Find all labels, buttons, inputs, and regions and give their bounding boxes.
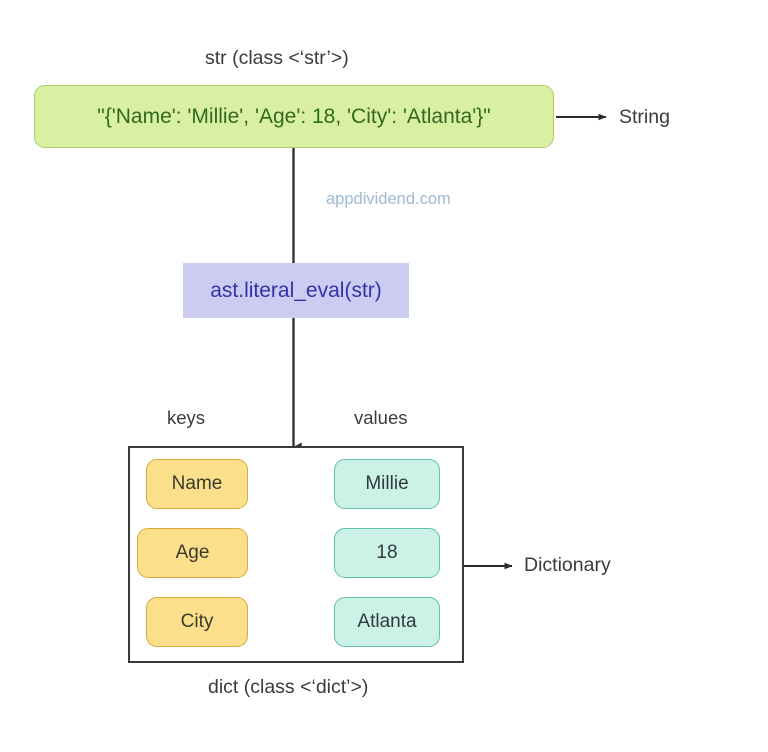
keys-column-label: keys <box>167 407 206 428</box>
ast-literal-eval-node: ast.literal_eval(str) <box>183 263 409 318</box>
dict-value-atlanta: Atlanta <box>334 597 440 647</box>
dict-key-name: Name <box>146 459 248 509</box>
dict-type-caption: dict (class <‘dict’>) <box>208 676 369 698</box>
dict-value-18: 18 <box>334 528 440 578</box>
dict-key-age: Age <box>137 528 248 578</box>
dict-key-city: City <box>146 597 248 647</box>
dictionary-output-label: Dictionary <box>524 554 611 576</box>
values-column-label: values <box>354 407 408 428</box>
watermark-text: appdividend.com <box>326 190 451 208</box>
str-type-caption: str (class <‘str’>) <box>205 47 349 69</box>
string-output-label: String <box>619 106 670 128</box>
dict-value-millie: Millie <box>334 459 440 509</box>
string-value-node: "{'Name': 'Millie', 'Age': 18, 'City': '… <box>34 85 554 148</box>
